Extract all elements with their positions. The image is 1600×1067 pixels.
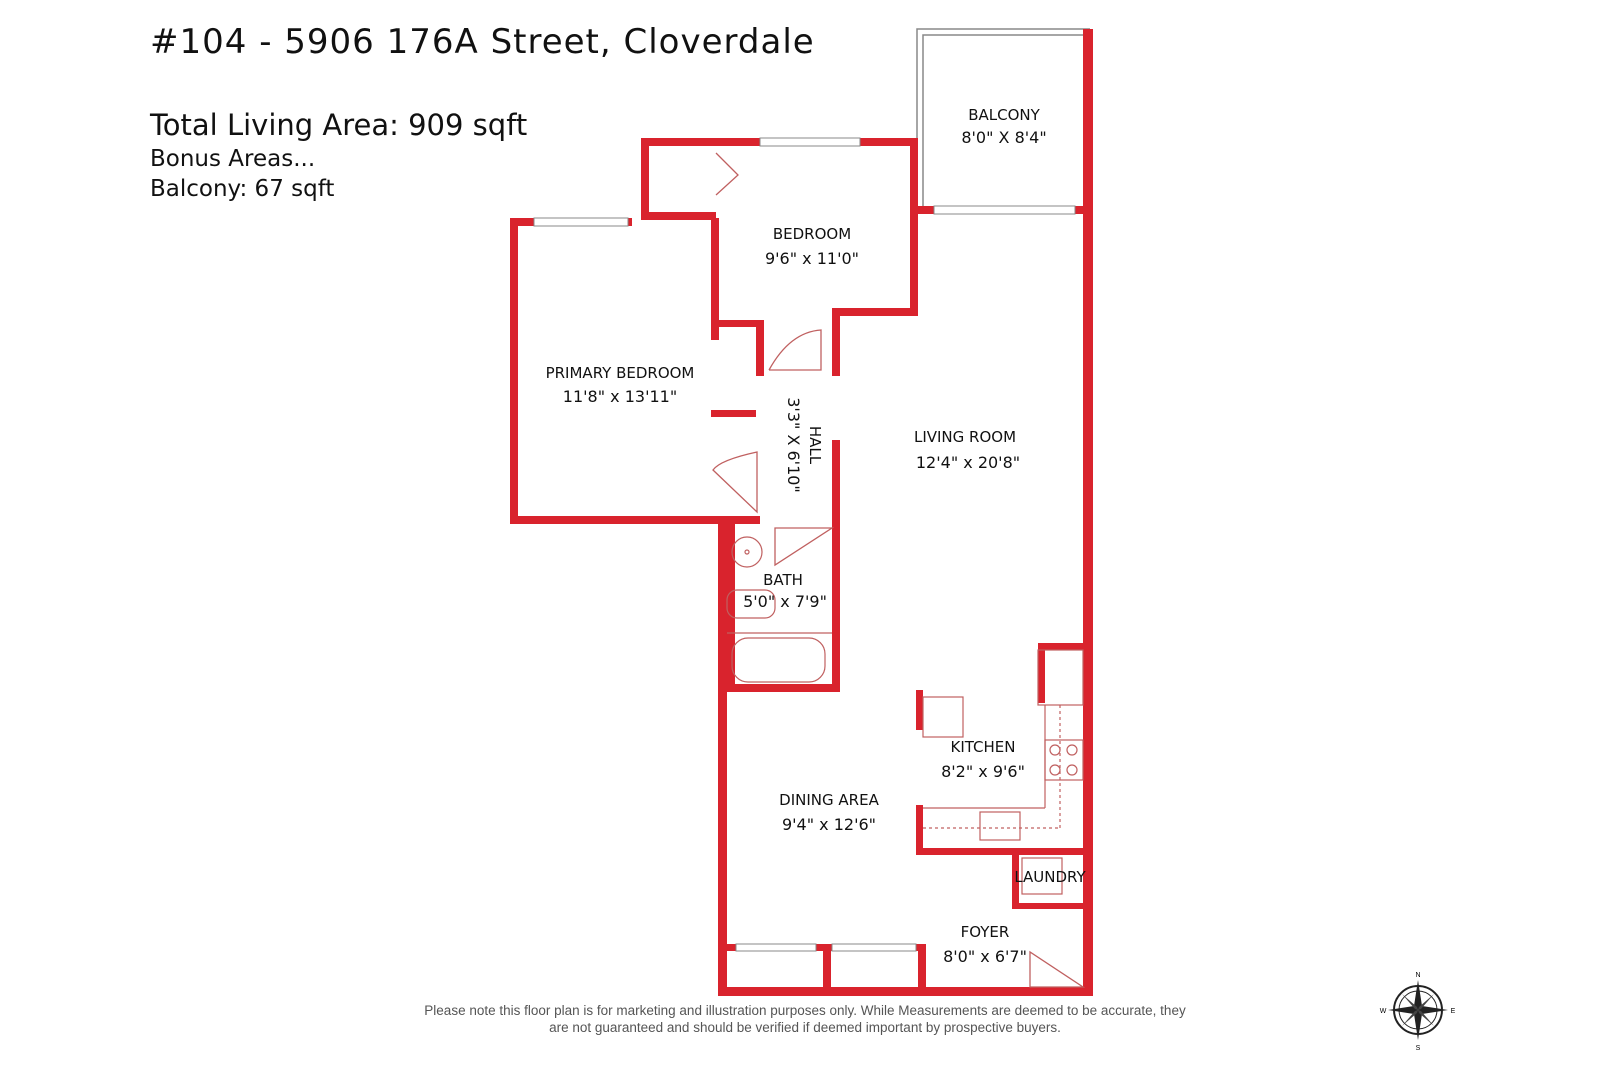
windows xyxy=(533,137,1076,952)
bedroom-label: BEDROOM xyxy=(773,225,851,243)
primary-bedroom-label: PRIMARY BEDROOM xyxy=(546,364,695,382)
kitchen-fixtures xyxy=(922,649,1084,895)
hall-label: HALL xyxy=(806,426,824,465)
compass-n: N xyxy=(1415,972,1420,979)
address-title: #104 - 5906 176A Street, Cloverdale xyxy=(150,22,815,62)
compass-rose-icon: N E S W xyxy=(1380,972,1456,1052)
balcony-label: BALCONY xyxy=(968,106,1040,124)
disclaimer-text: Please note this floor plan is for marke… xyxy=(424,1003,1186,1035)
balcony-dims: 8'0" X 8'4" xyxy=(961,128,1046,147)
compass-s: S xyxy=(1416,1045,1421,1052)
primary-bedroom-dims: 11'8" x 13'11" xyxy=(563,387,677,406)
foyer-dims: 8'0" x 6'7" xyxy=(943,947,1027,966)
dining-area-dims: 9'4" x 12'6" xyxy=(782,815,876,834)
foyer-label: FOYER xyxy=(961,923,1010,941)
bedroom-dims: 9'6" x 11'0" xyxy=(765,249,859,268)
walls xyxy=(510,29,1093,996)
living-room-label: LIVING ROOM xyxy=(914,428,1016,446)
compass-w: W xyxy=(1380,1008,1387,1015)
bonus-areas-label: Bonus Areas... xyxy=(150,146,316,172)
balcony-area: Balcony: 67 sqft xyxy=(150,176,335,202)
laundry-label: LAUNDRY xyxy=(1014,868,1086,886)
bath-dims: 5'0" x 7'9" xyxy=(743,592,827,611)
kitchen-dims: 8'2" x 9'6" xyxy=(941,762,1025,781)
dining-area-label: DINING AREA xyxy=(779,791,879,809)
bath-fixtures xyxy=(726,536,832,683)
hall-dims: 3'3" X 6'10" xyxy=(784,397,803,493)
living-room-dims: 12'4" x 20'8" xyxy=(916,453,1020,472)
bath-label: BATH xyxy=(763,571,803,589)
door-swings xyxy=(712,152,1086,988)
compass-e: E xyxy=(1451,1008,1456,1015)
total-living-area: Total Living Area: 909 sqft xyxy=(150,108,528,142)
kitchen-label: KITCHEN xyxy=(951,738,1016,756)
